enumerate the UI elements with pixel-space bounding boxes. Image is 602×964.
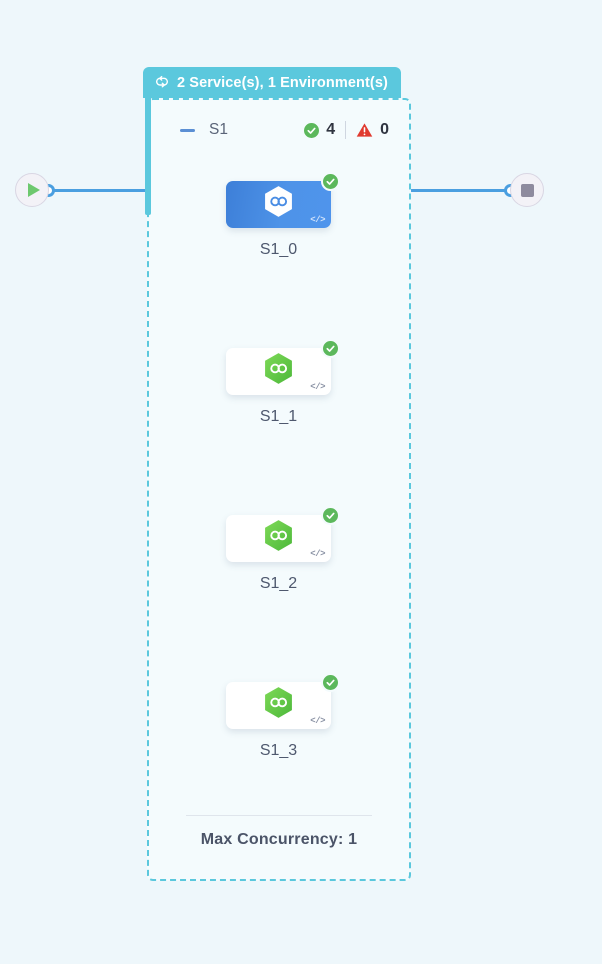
error-count: 0 bbox=[380, 121, 389, 138]
start-node[interactable] bbox=[15, 173, 49, 207]
stop-icon bbox=[520, 183, 534, 197]
check-circle-icon bbox=[321, 506, 340, 525]
check-circle-icon bbox=[321, 673, 340, 692]
end-node[interactable] bbox=[510, 173, 544, 207]
code-icon[interactable]: </> bbox=[310, 215, 325, 225]
node-card[interactable]: </> bbox=[226, 673, 340, 729]
node-label: S1_2 bbox=[259, 575, 298, 592]
footer-divider bbox=[186, 815, 372, 816]
max-concurrency-label: Max Concurrency: 1 bbox=[200, 831, 358, 848]
warning-triangle-icon bbox=[356, 122, 373, 138]
node-label: S1_1 bbox=[259, 408, 298, 425]
check-circle-icon bbox=[304, 122, 320, 138]
node-s1-1[interactable]: </> S1_1 bbox=[226, 339, 340, 426]
nodejs-hexagon-icon bbox=[263, 185, 294, 224]
service-name-label: S1 bbox=[209, 121, 228, 138]
edge-group-to-end bbox=[410, 189, 515, 192]
minus-collapse-icon[interactable] bbox=[180, 128, 195, 132]
node-label: S1_3 bbox=[259, 742, 298, 759]
code-icon[interactable]: </> bbox=[310, 549, 325, 559]
node-card[interactable]: </> bbox=[226, 172, 340, 228]
node-s1-2[interactable]: </> S1_2 bbox=[226, 506, 340, 593]
node-card[interactable]: </> bbox=[226, 339, 340, 395]
success-count: 4 bbox=[326, 121, 336, 138]
node-s1-0[interactable]: </> S1_0 bbox=[226, 172, 340, 259]
group-accent-bar bbox=[145, 96, 151, 215]
group-header-label: 2 Service(s), 1 Environment(s) bbox=[177, 74, 388, 91]
service-group-container[interactable] bbox=[147, 98, 411, 881]
code-icon[interactable]: </> bbox=[310, 716, 325, 726]
sync-loop-icon bbox=[154, 75, 170, 91]
check-circle-icon bbox=[321, 339, 340, 358]
node-s1-3[interactable]: </> S1_3 bbox=[226, 673, 340, 760]
group-header[interactable]: 2 Service(s), 1 Environment(s) bbox=[143, 67, 401, 98]
edge-start-to-group bbox=[48, 189, 148, 192]
nodejs-hexagon-icon bbox=[263, 686, 294, 725]
status-divider bbox=[345, 121, 347, 139]
code-icon[interactable]: </> bbox=[310, 382, 325, 392]
node-card[interactable]: </> bbox=[226, 506, 340, 562]
nodejs-hexagon-icon bbox=[263, 352, 294, 391]
node-label: S1_0 bbox=[259, 241, 298, 258]
nodejs-hexagon-icon bbox=[263, 519, 294, 558]
service-status-group: 4 0 bbox=[304, 121, 389, 139]
check-circle-icon bbox=[321, 172, 340, 191]
service-row[interactable]: S1 4 0 bbox=[147, 112, 411, 148]
play-icon bbox=[28, 183, 40, 197]
